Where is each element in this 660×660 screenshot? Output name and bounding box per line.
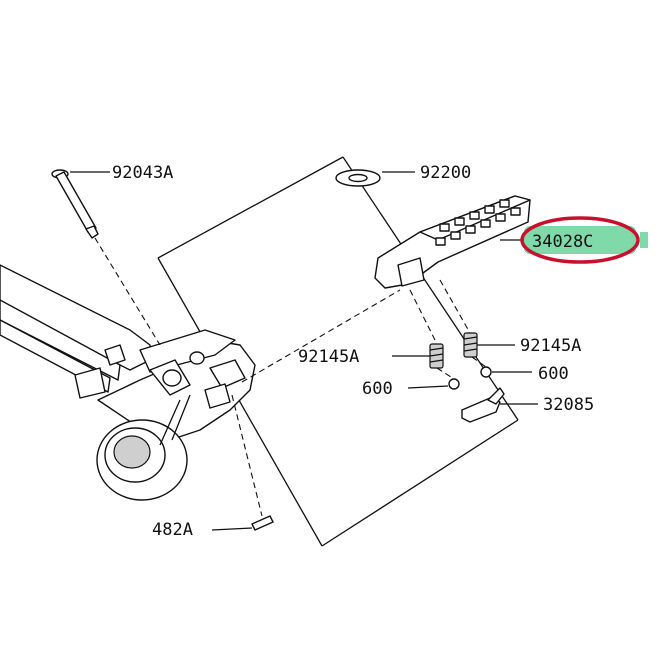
cotter-pin-drawing: [211, 394, 274, 531]
ball-left-drawing: [407, 378, 460, 390]
highlight-ring: [520, 216, 640, 264]
assembly-axis-lines: [241, 279, 487, 383]
spring-right-drawing: [463, 332, 515, 358]
part-label-92200: 92200: [420, 163, 471, 183]
washer-drawing: [335, 169, 415, 187]
ball-right-drawing: [480, 366, 532, 378]
highlight-tail: [640, 232, 648, 248]
frame-bracket-drawing: [0, 264, 256, 501]
part-label-92145a-left: 92145A: [298, 347, 359, 367]
part-label-600-right: 600: [538, 364, 569, 384]
part-label-92145a-right: 92145A: [520, 336, 581, 356]
footpeg-grip-pattern: [435, 199, 521, 246]
part-label-482a: 482A: [152, 520, 193, 540]
highlight-marker: [520, 216, 648, 264]
highlight-fill: [524, 226, 636, 254]
pivot-bolt-drawing: [51, 169, 161, 346]
part-label-34028c: 34028C: [532, 232, 593, 252]
plate-drawing: [461, 387, 538, 423]
spring-left-drawing: [392, 343, 444, 369]
part-label-32085: 32085: [543, 395, 594, 415]
part-label-600-left: 600: [362, 379, 393, 399]
part-label-92043a: 92043A: [112, 163, 173, 183]
footpeg-drawing: [374, 195, 531, 289]
